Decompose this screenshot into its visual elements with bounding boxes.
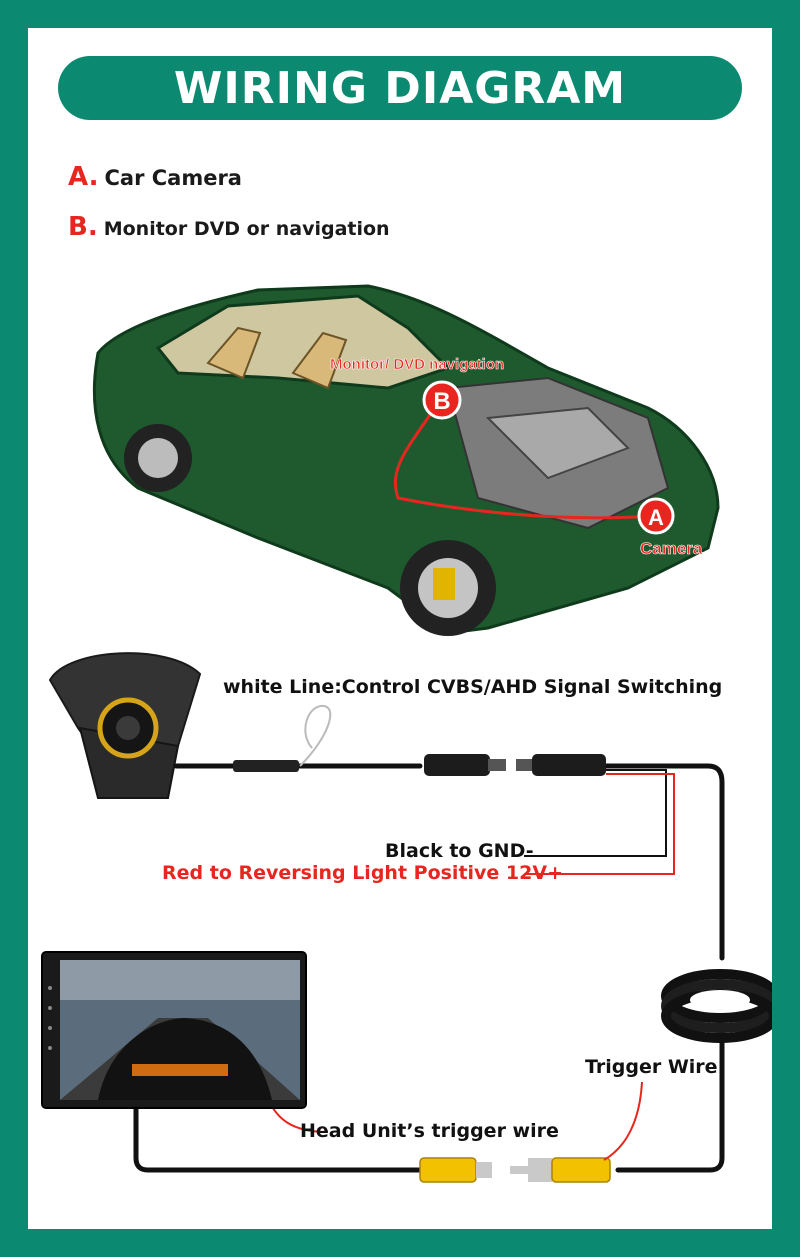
page-title: WIRING DIAGRAM [173,62,627,114]
inline-connector-male [424,754,506,776]
rca-connector-male [510,1157,611,1183]
legend-letter-b: B. [68,212,98,242]
main-cable-bottom [615,1025,725,1173]
trigger-wire-label: Trigger Wire [585,1056,718,1078]
head-unit-cable [133,1103,425,1173]
inline-connector-female [516,754,606,776]
marker-a-letter: A [648,505,664,530]
rca-connector-female [419,1157,492,1183]
car-seat-front [291,331,348,390]
marker-a: A [637,497,675,535]
marker-a-caption: Camera [640,539,703,558]
legend-item-a: A. Car Camera [68,162,242,192]
car-engine-block [485,406,630,480]
legend-letter-a: A. [68,162,99,192]
car-wheel-front [400,540,496,636]
black-gnd-label: Black to GND- [385,840,534,862]
head-unit [41,951,307,1109]
main-cable-right [601,763,725,961]
white-control-wire [299,704,332,767]
title-banner: WIRING DIAGRAM [58,56,742,120]
inline-grommet [233,760,299,772]
cable-coil [661,969,772,1043]
diagram-panel: WIRING DIAGRAM A. Car Camera B. Monitor … [28,28,772,1229]
car-wheel-rear [124,424,192,492]
legend-item-b: B. Monitor DVD or navigation [68,212,390,242]
red-12v-label: Red to Reversing Light Positive 12V+ [162,862,563,884]
red-12v-wire [524,773,675,875]
camera-unit [48,652,202,799]
marker-b: B [422,380,462,420]
legend-label-a: Car Camera [104,166,242,190]
marker-b-caption: Monitor/ DVD navigation [330,356,504,373]
car-seat-rear [206,326,262,380]
wiring-diagram-art: B Monitor/ DVD navigation A Camera [41,284,772,1183]
marker-b-letter: B [433,388,450,415]
car-illustration: B Monitor/ DVD navigation A Camera [92,284,720,636]
trigger-pointer [603,1081,643,1161]
legend-label-b: Monitor DVD or navigation [103,218,390,240]
head-unit-trigger-label: Head Unit’s trigger wire [300,1120,559,1142]
white-line-label: white Line:Control CVBS/AHD Signal Switc… [223,676,723,698]
black-gnd-wire [524,769,667,857]
car-red-wire [393,402,655,520]
